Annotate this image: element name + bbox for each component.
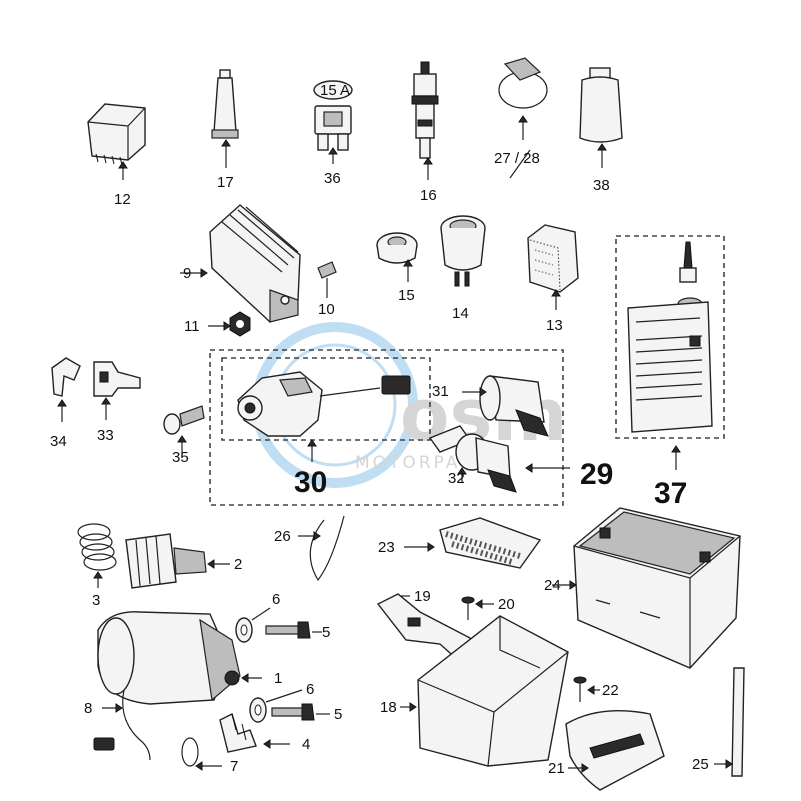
part-37-battery-acid-bottle — [627, 241, 713, 433]
part-9-regulator — [180, 204, 301, 323]
label-7: 7 — [230, 758, 238, 775]
label-6a: 6 — [272, 591, 280, 608]
part-14-ignition-body — [440, 215, 486, 287]
part-25-vent-tube — [714, 667, 745, 777]
label-11: 11 — [184, 318, 200, 335]
label-9: 9 — [183, 265, 191, 282]
label-33: 33 — [97, 427, 114, 444]
label-1: 1 — [274, 670, 282, 687]
label-38: 38 — [593, 177, 610, 194]
part-17-grease-tube — [211, 69, 239, 168]
label-13: 13 — [546, 317, 563, 334]
part-2-starter-drive — [125, 533, 230, 589]
label-32: 32 — [448, 470, 465, 487]
part-1-starter-motor — [93, 611, 262, 761]
part-34-connector — [51, 357, 81, 422]
label-12: 12 — [114, 191, 131, 208]
part-15-ring — [376, 232, 418, 282]
part-18-battery-box — [400, 615, 569, 767]
part-32-seat-lock — [428, 425, 517, 493]
part-35-bolt — [163, 405, 205, 458]
part-31-lock-cylinder — [462, 375, 549, 437]
label-3: 3 — [92, 592, 100, 609]
part-4-clip — [219, 713, 290, 753]
label-10: 10 — [318, 301, 335, 318]
part-26-cable-tie — [298, 515, 345, 582]
label-2: 2 — [234, 556, 242, 573]
label-17: 17 — [217, 174, 234, 191]
label-26: 26 — [274, 528, 291, 545]
fuse-rating: 15 A — [320, 82, 350, 99]
part-labels: 12 17 36 16 27 / 28 38 9 10 11 15 14 13 … — [50, 150, 709, 777]
label-6b: 6 — [306, 681, 314, 698]
label-16: 16 — [420, 187, 437, 204]
label-35: 35 — [172, 449, 189, 466]
label-25: 25 — [692, 756, 709, 773]
label-5b: 5 — [334, 706, 342, 723]
label-group-37: 37 — [654, 477, 687, 510]
part-6-washer — [235, 607, 303, 723]
part-33-key — [93, 361, 141, 420]
label-8: 8 — [84, 700, 92, 717]
label-18: 18 — [380, 699, 397, 716]
label-14: 14 — [452, 305, 469, 322]
part-7-o-ring — [181, 737, 222, 771]
part-24-battery — [552, 507, 741, 669]
part-10-screw — [317, 261, 337, 298]
part-38-bottle — [579, 67, 623, 168]
part-22-screw — [573, 676, 600, 702]
part-11-nut — [208, 311, 251, 337]
label-15: 15 — [398, 287, 415, 304]
part-23-foam-pad — [404, 517, 542, 569]
part-5-bolt — [265, 621, 330, 721]
part-16-stop-switch — [411, 61, 439, 180]
label-group-29: 29 — [580, 458, 613, 491]
label-22: 22 — [602, 682, 619, 699]
label-19: 19 — [414, 588, 431, 605]
label-4: 4 — [302, 736, 310, 753]
label-23: 23 — [378, 539, 395, 556]
label-5a: 5 — [322, 624, 330, 641]
part-21-cover — [565, 710, 665, 791]
part-3-spring — [77, 523, 117, 588]
part-36-fuse: 15 A — [313, 80, 353, 164]
kit-29-outline — [209, 349, 564, 506]
part-20-screw — [461, 596, 494, 620]
label-group-30: 30 — [294, 466, 327, 499]
label-20: 20 — [498, 596, 515, 613]
label-34: 34 — [50, 433, 67, 450]
label-24: 24 — [544, 577, 561, 594]
group-labels: 30 29 37 — [294, 458, 687, 510]
part-13-cap — [527, 224, 579, 310]
label-27-28: 27 / 28 — [494, 150, 540, 167]
kit-30-outline — [221, 357, 431, 441]
kit-37-outline — [615, 235, 725, 439]
part-30-steering-lock — [237, 371, 411, 462]
part-12-relay — [87, 103, 146, 180]
label-36: 36 — [324, 170, 341, 187]
label-31: 31 — [432, 383, 449, 400]
part-27-28-hose-clamp — [498, 57, 548, 179]
label-21: 21 — [548, 760, 565, 777]
